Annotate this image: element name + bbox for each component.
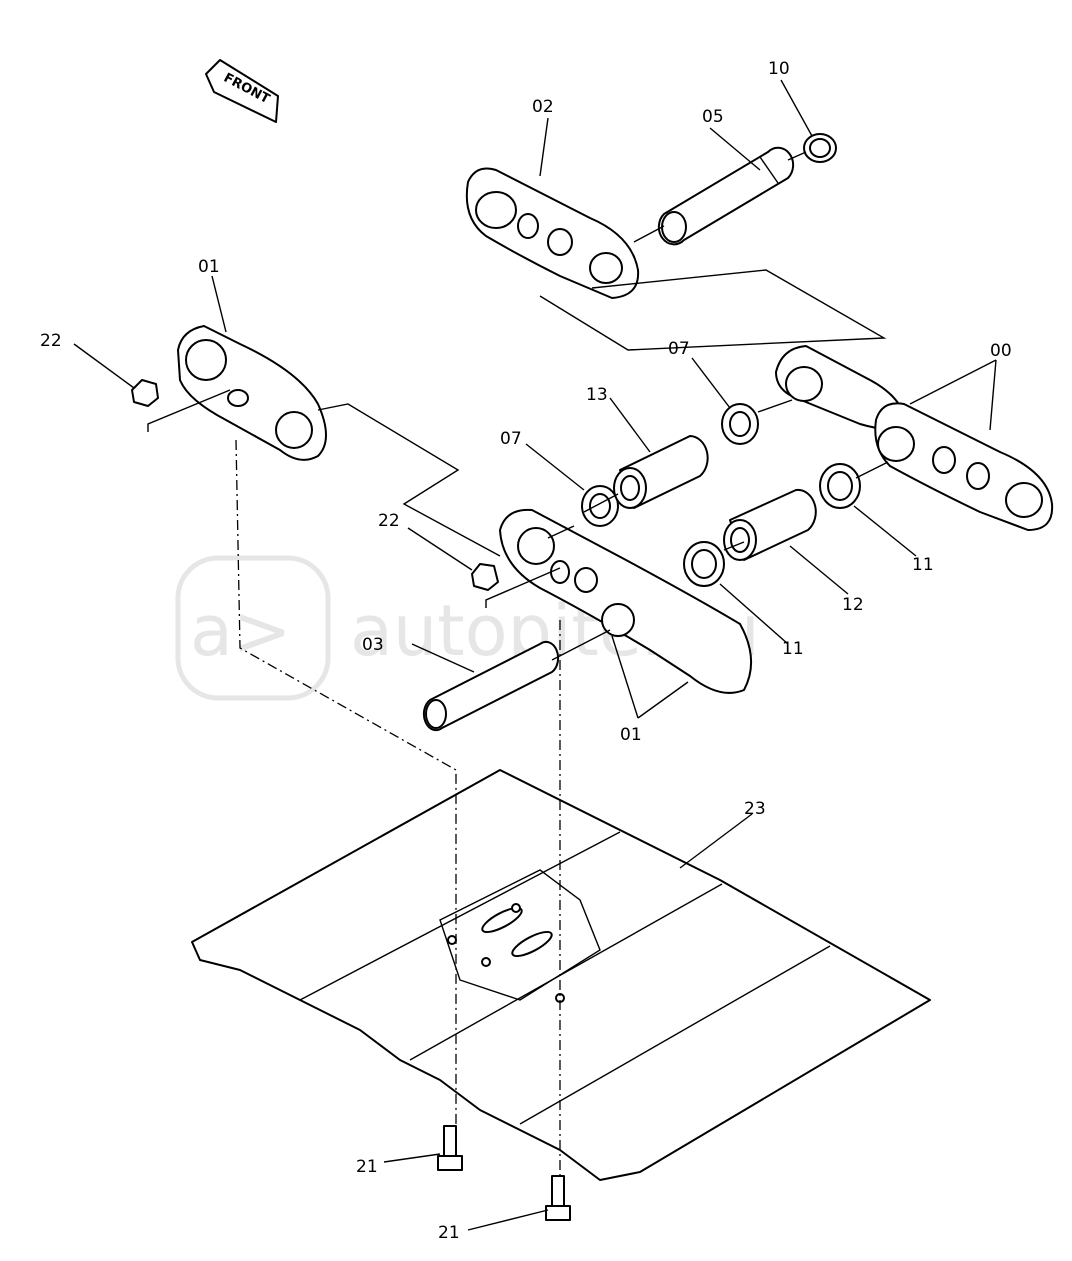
callout-01-upper: 01 bbox=[198, 257, 220, 277]
callout-22-lower: 22 bbox=[378, 511, 400, 531]
callout-13: 13 bbox=[586, 385, 608, 405]
callout-23: 23 bbox=[744, 799, 766, 819]
callout-00: 00 bbox=[990, 341, 1012, 361]
callout-05: 05 bbox=[702, 107, 724, 127]
link-01-lower bbox=[499, 508, 753, 694]
svg-text:a>: a> bbox=[190, 590, 292, 672]
washer-07-upper bbox=[721, 403, 759, 445]
callout-21-lower: 21 bbox=[438, 1223, 460, 1243]
callout-02: 02 bbox=[532, 97, 554, 117]
assembly-lines bbox=[147, 151, 889, 661]
callout-22-upper: 22 bbox=[40, 331, 62, 351]
leader-lines bbox=[73, 79, 997, 1231]
bolt-21-lower bbox=[545, 1175, 571, 1221]
pin-05 bbox=[657, 146, 795, 246]
callout-21-upper: 21 bbox=[356, 1157, 378, 1177]
seal-11-upper bbox=[819, 463, 861, 509]
washer-07-lower bbox=[581, 485, 619, 527]
snap-ring-10 bbox=[803, 133, 837, 163]
nut-22-upper bbox=[131, 379, 159, 407]
callout-01-lower: 01 bbox=[620, 725, 642, 745]
seal-11-lower bbox=[683, 541, 725, 587]
pin-03 bbox=[422, 640, 560, 732]
front-arrow-icon: FRONT bbox=[205, 59, 279, 123]
callout-07-upper: 07 bbox=[668, 339, 690, 359]
link-01-upper bbox=[177, 325, 327, 461]
callout-07-lower: 07 bbox=[500, 429, 522, 449]
callout-03: 03 bbox=[362, 635, 384, 655]
track-shoe-23 bbox=[191, 769, 931, 1181]
callout-10: 10 bbox=[768, 59, 790, 79]
link-02 bbox=[465, 167, 640, 299]
link-assembly-00 bbox=[775, 345, 1054, 531]
centerlines bbox=[235, 439, 561, 1176]
bushing-12 bbox=[723, 488, 817, 561]
callout-11-lower: 11 bbox=[782, 639, 804, 659]
callout-12: 12 bbox=[842, 595, 864, 615]
callout-11-upper: 11 bbox=[912, 555, 934, 575]
bolt-21-upper bbox=[437, 1125, 463, 1171]
bushing-13 bbox=[613, 435, 709, 509]
nut-22-lower bbox=[471, 563, 499, 591]
callout-labels: 10 02 05 01 22 07 00 13 07 22 11 12 03 1… bbox=[40, 59, 1012, 1243]
